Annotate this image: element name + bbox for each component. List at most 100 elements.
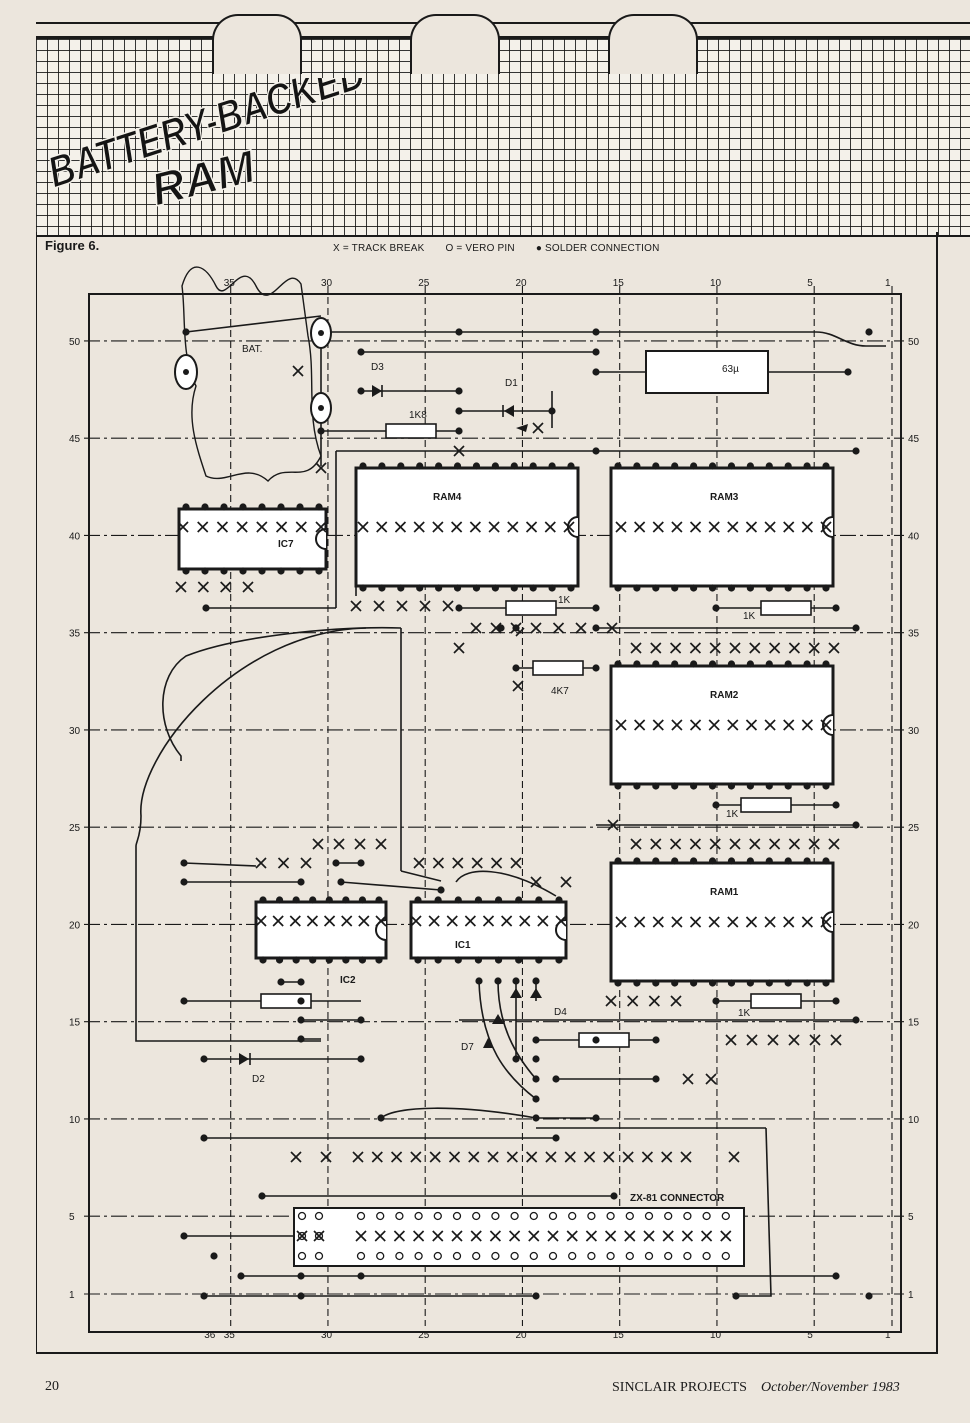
solder-dot bbox=[803, 584, 811, 592]
frame-bottom bbox=[36, 1352, 938, 1354]
track-break bbox=[354, 838, 366, 850]
row-label-left: 50 bbox=[69, 337, 81, 348]
track-break bbox=[689, 838, 702, 850]
track-break bbox=[390, 1151, 403, 1163]
solder-dot bbox=[435, 462, 443, 470]
resistor bbox=[532, 660, 584, 676]
track-break bbox=[341, 915, 353, 927]
title-logo: BATTERY-BACKED RAM bbox=[41, 48, 378, 216]
wire bbox=[135, 627, 367, 1042]
track-break bbox=[470, 622, 482, 634]
solder-dot bbox=[708, 782, 717, 790]
solder-dot bbox=[712, 604, 720, 612]
solder-dot bbox=[200, 1134, 208, 1142]
components bbox=[174, 266, 835, 1267]
track-break bbox=[512, 680, 524, 692]
solder-dot bbox=[358, 956, 367, 964]
track-break bbox=[689, 916, 702, 928]
solder-dot bbox=[497, 624, 505, 632]
track-break bbox=[828, 642, 840, 654]
solder-dot bbox=[210, 1252, 218, 1260]
solder-dot bbox=[455, 407, 463, 415]
solder-dot bbox=[614, 782, 622, 790]
track-break bbox=[700, 1230, 713, 1242]
solder-dot bbox=[803, 857, 811, 865]
r1k-b-label: 1K bbox=[743, 611, 756, 622]
solder-dot bbox=[292, 896, 300, 904]
ic1-label: IC1 bbox=[455, 940, 471, 951]
col-label-bottom: 20 bbox=[515, 1330, 527, 1341]
wire bbox=[380, 1107, 596, 1119]
vero-pin bbox=[491, 1211, 500, 1221]
track-break bbox=[526, 1151, 538, 1163]
vero-pin bbox=[606, 1211, 615, 1221]
solder-dot bbox=[671, 857, 679, 865]
track-break bbox=[256, 521, 268, 533]
issue-date: October/November 1983 bbox=[760, 1380, 900, 1395]
wire bbox=[455, 870, 557, 897]
solder-dot bbox=[671, 782, 679, 790]
ram2-label: RAM2 bbox=[710, 690, 739, 701]
track-break bbox=[801, 521, 813, 533]
connector-label: ZX-81 CONNECTOR bbox=[630, 1193, 725, 1204]
solder-dot bbox=[182, 567, 190, 575]
vero-pin bbox=[314, 1211, 324, 1221]
track-break bbox=[585, 1230, 598, 1242]
solder-dot bbox=[592, 447, 600, 455]
solder-dot bbox=[512, 1055, 520, 1063]
track-break bbox=[510, 857, 522, 869]
row-label-left: 10 bbox=[69, 1115, 81, 1126]
solder-dot bbox=[708, 979, 717, 987]
solder-dot bbox=[309, 956, 317, 964]
track-break bbox=[432, 1230, 444, 1242]
vero-pin-center bbox=[183, 369, 189, 375]
row-label-right: 10 bbox=[908, 1115, 920, 1126]
cap-label: 63µ bbox=[722, 364, 739, 375]
resistor bbox=[740, 797, 792, 813]
track-break bbox=[607, 819, 619, 831]
track-break bbox=[255, 915, 267, 927]
track-break bbox=[315, 521, 327, 533]
track-break bbox=[295, 521, 307, 533]
track-break bbox=[729, 642, 741, 654]
track-break bbox=[547, 1230, 559, 1242]
solder-dot bbox=[765, 660, 773, 668]
solder-dot bbox=[180, 859, 188, 867]
ic7-label: IC7 bbox=[278, 539, 294, 550]
track-break bbox=[808, 642, 820, 654]
track-break bbox=[242, 581, 254, 593]
row-label-left: 15 bbox=[69, 1018, 81, 1029]
track-break bbox=[333, 838, 345, 850]
vero-pin bbox=[376, 1211, 385, 1221]
vero-pin bbox=[376, 1251, 385, 1261]
col-label-bottom: 1 bbox=[885, 1330, 891, 1341]
solder-dot bbox=[332, 859, 340, 867]
vero-pin bbox=[664, 1211, 673, 1221]
solder-dot bbox=[515, 956, 523, 964]
solder-dot bbox=[378, 462, 386, 470]
solder-dot bbox=[690, 782, 698, 790]
vero-pin bbox=[721, 1211, 730, 1221]
d3-label: D3 bbox=[371, 362, 384, 373]
solder-dot bbox=[277, 503, 285, 511]
col-label-top: 10 bbox=[710, 278, 722, 289]
solder-dot bbox=[532, 1075, 540, 1083]
wire bbox=[815, 331, 886, 347]
solder-dot bbox=[633, 782, 641, 790]
solder-dot bbox=[690, 462, 698, 470]
track-break bbox=[808, 838, 820, 850]
col-label-bottom: 15 bbox=[613, 1330, 625, 1341]
wire bbox=[400, 870, 442, 882]
solder-dot bbox=[712, 801, 720, 809]
track-break bbox=[552, 622, 565, 634]
solder-dot bbox=[746, 979, 754, 987]
solder-dot bbox=[475, 977, 483, 985]
track-break bbox=[768, 642, 781, 654]
track-break bbox=[350, 600, 362, 612]
track-break bbox=[689, 521, 702, 533]
row-label-right: 5 bbox=[908, 1212, 914, 1223]
figure-label: Figure 6. bbox=[45, 238, 100, 253]
col-label-top: 20 bbox=[515, 278, 527, 289]
track-break bbox=[669, 642, 682, 654]
col-label-bottom: 36 bbox=[204, 1330, 216, 1341]
